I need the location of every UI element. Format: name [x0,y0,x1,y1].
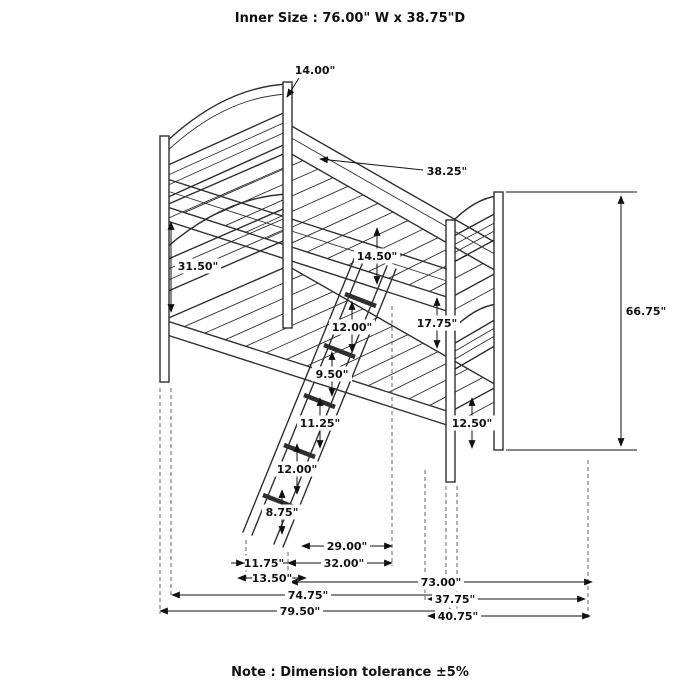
dim-label-ladder-run-outer: 32.00" [321,555,367,571]
dim-text: 12.00" [277,463,318,476]
label-bg [274,461,320,477]
label-bg [292,62,338,78]
ladder-left-rail [242,253,357,533]
dim-label-headboard-top: 14.00" [292,62,338,78]
dim-label-rung-gap-3: 11.25" [297,415,343,431]
dim-label-rung-gap-2: 9.50" [312,366,352,382]
dim-leader-headboard-top [286,77,300,98]
dim-text: 74.75" [288,589,329,602]
label-bg [414,315,460,331]
dim-leader-top-inner-width [319,156,424,171]
dim-label-inner-length: 74.75" [285,587,331,603]
top-bunk-front-under-rail [163,219,451,313]
dim-text: 32.00" [324,557,365,570]
label-bg [285,587,331,603]
dim-text: 9.50" [316,368,349,381]
top-bunk-rear-guard-rail [287,123,499,245]
dim-label-leg-height: 12.50" [449,415,495,431]
label-bg [245,555,283,571]
dim-label-ladder-inset-outer: 13.50" [252,570,293,586]
dim-label-rung-gap-1: 12.00" [329,319,375,335]
dim-text: 31.50" [178,260,219,273]
ladder-rung [323,342,356,360]
dim-label-top-inner-width: 38.25" [424,163,470,179]
dim-label-rung-gap-4: 12.00" [274,461,320,477]
label-bg [262,504,302,520]
label-bg [432,591,478,607]
bed-posts [159,81,504,483]
dim-label-overall-depth: 40.75" [435,608,481,624]
dim-label-guard-rail: 14.50" [354,248,400,264]
dim-label-footboard-panel: 17.75" [414,315,460,331]
label-bg [424,163,470,179]
dim-text: 14.00" [295,64,336,77]
front-head-post [159,135,170,383]
label-bg [354,248,400,264]
headboard-bottom [165,193,291,293]
dim-text: 40.75" [438,610,479,623]
rear-foot-post [493,191,504,451]
dim-text: 66.75" [626,305,667,318]
dimension-labels: 14.00" 38.25" 31.50" 14.50" 66.75" 17.75… [175,62,669,624]
headboard-arc [165,83,291,143]
dim-text: 12.50" [452,417,493,430]
dimension-lines [159,77,625,620]
label-bg [277,603,323,619]
bottom-bunk-front-rail [163,333,451,427]
label-bg [329,319,375,335]
dim-text: 12.00" [332,321,373,334]
dim-label-overall-length: 79.50" [277,603,323,619]
bed-drawing [159,81,504,548]
label-bg [312,366,352,382]
label-bg [175,258,221,274]
top-bunk-front-guard-rail [163,177,451,271]
label-bg [252,570,292,586]
dim-text: 37.75" [435,593,476,606]
dim-text: 14.50" [357,250,398,263]
dim-text: 8.75" [266,506,299,519]
dim-label-overall-height: 66.75" [623,303,669,319]
dim-label-bunk-gap: 31.50" [175,258,221,274]
label-bg [435,608,481,624]
dim-label-rung-gap-5: 8.75" [262,504,302,520]
label-bg [418,574,464,590]
label-bg [324,538,370,554]
tolerance-note: Note : Dimension tolerance ±5% [231,665,469,680]
extension-lines [159,191,637,619]
front-foot-post [445,219,456,483]
dim-text: 38.25" [427,165,468,178]
footboard-arc [449,195,499,225]
label-bg [321,555,367,571]
footboard-bottom [449,303,499,373]
dim-label-rail-length: 73.00" [418,574,464,590]
label-bg [297,415,343,431]
ladder-rung [283,442,316,460]
dim-label-ladder-run-inner: 29.00" [324,538,370,554]
ladder-rung [344,291,377,309]
top-bunk-slats [184,160,484,292]
top-bunk [162,123,500,313]
inner-size-title: Inner Size : 76.00" W x 38.75"D [235,11,466,26]
dim-text: 11.75" [244,557,285,570]
rear-head-post [282,81,293,329]
dim-text: 11.25" [300,417,341,430]
dim-text: 17.75" [417,317,458,330]
dim-label-ladder-inset: 11.75" [244,555,285,571]
dim-label-rail-depth: 37.75" [432,591,478,607]
label-bg [623,303,669,319]
dim-text: 13.50" [252,572,293,585]
dim-text: 79.50" [280,605,321,618]
headboard-bottom-arc [165,193,291,249]
dim-text: 29.00" [327,540,368,553]
headboard-top [165,83,291,199]
dim-text: 73.00" [421,576,462,589]
label-bg [449,415,495,431]
